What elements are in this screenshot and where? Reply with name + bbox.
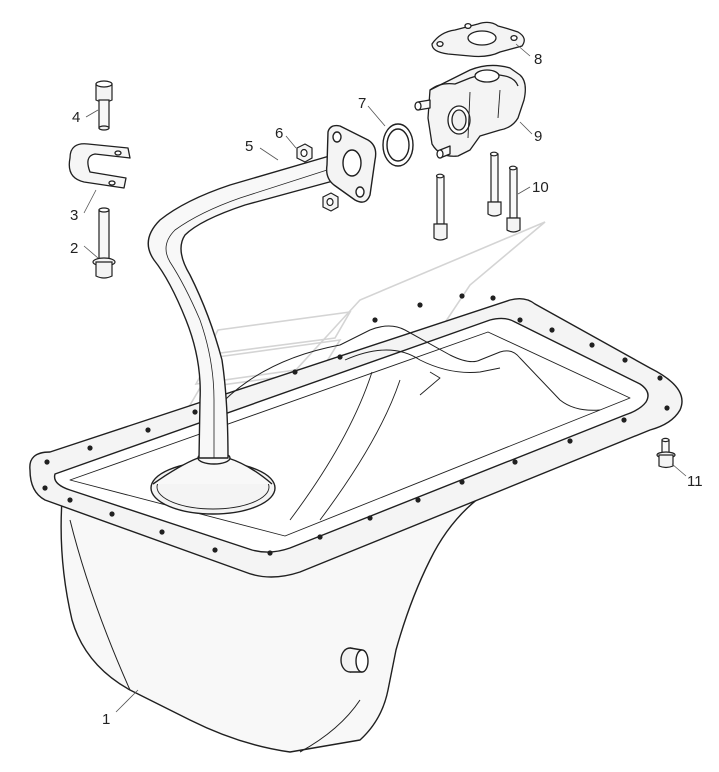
callout-2: 2 [70,240,78,257]
leader-lines [83,43,687,713]
oil-pan [29,293,683,753]
adapter-housing [414,64,526,159]
adapter-studs [414,99,451,159]
flange-bolt [92,207,116,279]
callout-7: 7 [358,95,366,112]
callout-4: 4 [72,109,80,126]
flange-nut-lower [322,192,339,212]
callout-labels: 1 2 3 4 5 6 7 8 9 10 11 [70,51,703,728]
callout-11: 11 [687,473,703,490]
pan-bolt [656,437,676,469]
oil-pickup-tube [147,124,377,515]
housing-bolt-right [506,165,521,233]
callout-8: 8 [534,51,542,68]
callout-5: 5 [245,138,253,155]
tube-clamp [68,143,131,189]
housing-bolt-middle [487,151,502,217]
callout-1: 1 [102,711,110,728]
drain-plug-boss [340,647,369,673]
callout-6: 6 [275,125,283,142]
socket-head-bolt [95,80,113,131]
gasket [431,21,525,58]
flange-bolt-holes [42,293,670,556]
flange-nut-upper [296,143,313,163]
callout-9: 9 [534,128,542,145]
housing-bolt-left [433,173,448,241]
oil-pan-body [60,469,521,753]
callout-10: 10 [532,179,549,196]
pickup-tube-flange [325,124,377,203]
o-ring [382,123,414,167]
callout-3: 3 [70,207,78,224]
